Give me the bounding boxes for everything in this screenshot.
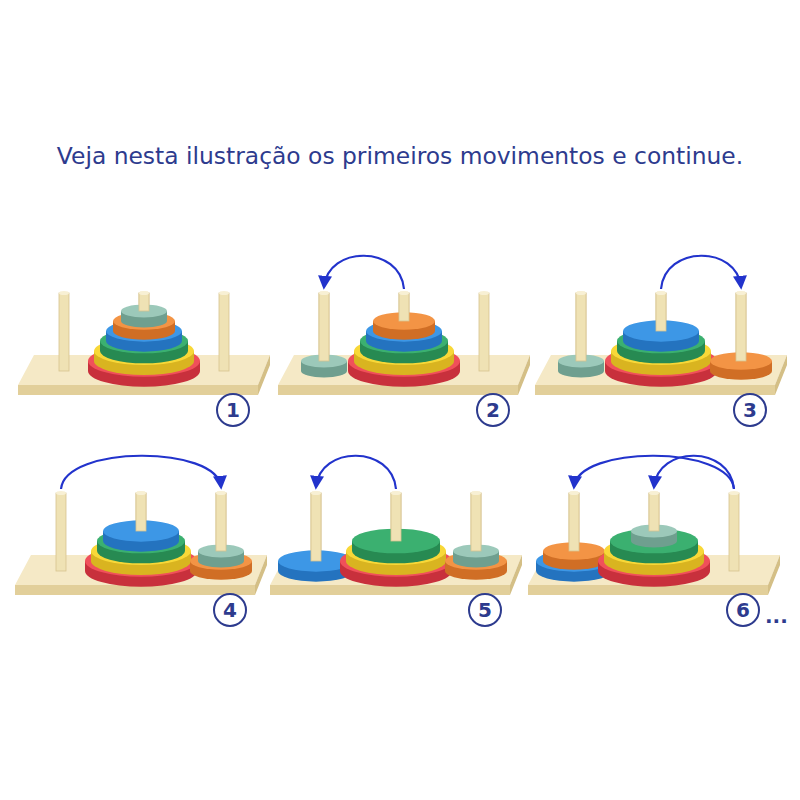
callout-number: 2 <box>486 400 500 420</box>
callout-number: 3 <box>743 400 757 420</box>
callout-circle: 6 <box>726 593 760 627</box>
peg <box>569 493 579 551</box>
peg <box>471 493 481 551</box>
peg-top <box>216 491 226 495</box>
callout-circle: 1 <box>216 393 250 427</box>
callout-number: 5 <box>478 600 492 620</box>
board-side <box>768 555 780 595</box>
peg-top <box>399 291 409 295</box>
peg <box>216 493 226 551</box>
peg <box>319 293 329 371</box>
peg-top <box>576 291 586 295</box>
peg-top <box>219 291 229 295</box>
move-arrow <box>316 456 396 489</box>
callout-circle: 2 <box>476 393 510 427</box>
peg-top <box>729 491 739 495</box>
callout-number: 6 <box>736 600 750 620</box>
peg <box>399 293 409 321</box>
peg <box>656 293 666 331</box>
peg-top <box>649 491 659 495</box>
peg-top <box>319 291 329 295</box>
hanoi-panel <box>528 456 780 595</box>
peg-top <box>59 291 69 295</box>
peg-top <box>311 491 321 495</box>
peg <box>319 293 329 361</box>
peg <box>391 493 401 541</box>
peg-top <box>311 491 321 495</box>
move-arrow <box>61 456 221 489</box>
peg-top <box>139 291 149 295</box>
peg <box>576 293 586 361</box>
peg <box>736 293 746 371</box>
move-arrow <box>661 256 741 289</box>
hanoi-panel <box>15 456 267 595</box>
peg-top <box>471 491 481 495</box>
peg-top <box>569 491 579 495</box>
peg-top <box>136 491 146 495</box>
peg-top <box>471 491 481 495</box>
peg <box>576 293 586 371</box>
hanoi-panel <box>18 291 270 395</box>
peg-top <box>479 291 489 295</box>
peg-top <box>216 491 226 495</box>
hanoi-panel <box>270 456 522 595</box>
peg <box>136 493 146 531</box>
peg-top <box>569 491 579 495</box>
peg-top <box>736 291 746 295</box>
peg <box>649 493 659 531</box>
peg-top <box>656 291 666 295</box>
peg-top <box>656 291 666 295</box>
hanoi-panel <box>278 256 530 395</box>
callout-circle: 3 <box>733 393 767 427</box>
callout-circle: 4 <box>213 593 247 627</box>
peg-top <box>736 291 746 295</box>
peg <box>311 493 321 571</box>
callout-number: 1 <box>226 400 240 420</box>
move-arrow <box>324 256 404 289</box>
peg <box>736 293 746 361</box>
peg-top <box>139 291 149 295</box>
peg <box>479 293 489 371</box>
move-arrow <box>654 456 734 489</box>
move-arrow <box>574 456 734 489</box>
continuation-dots: ... <box>765 604 788 628</box>
peg-top <box>391 491 401 495</box>
title: Veja nesta ilustração os primeiros movim… <box>0 142 800 170</box>
peg-top <box>319 291 329 295</box>
peg <box>56 493 66 571</box>
peg-top <box>391 491 401 495</box>
peg-top <box>649 491 659 495</box>
board-side <box>518 355 530 395</box>
peg-top <box>56 491 66 495</box>
peg <box>139 293 149 311</box>
peg-top <box>399 291 409 295</box>
board-side <box>510 555 522 595</box>
peg-top <box>576 291 586 295</box>
peg <box>311 493 321 561</box>
callout-circle: 5 <box>468 593 502 627</box>
board-side <box>255 555 267 595</box>
peg <box>219 293 229 371</box>
hanoi-panel <box>535 256 787 395</box>
board-side <box>775 355 787 395</box>
peg <box>59 293 69 371</box>
board-side <box>258 355 270 395</box>
peg <box>729 493 739 571</box>
callout-number: 4 <box>223 600 237 620</box>
peg-top <box>136 491 146 495</box>
